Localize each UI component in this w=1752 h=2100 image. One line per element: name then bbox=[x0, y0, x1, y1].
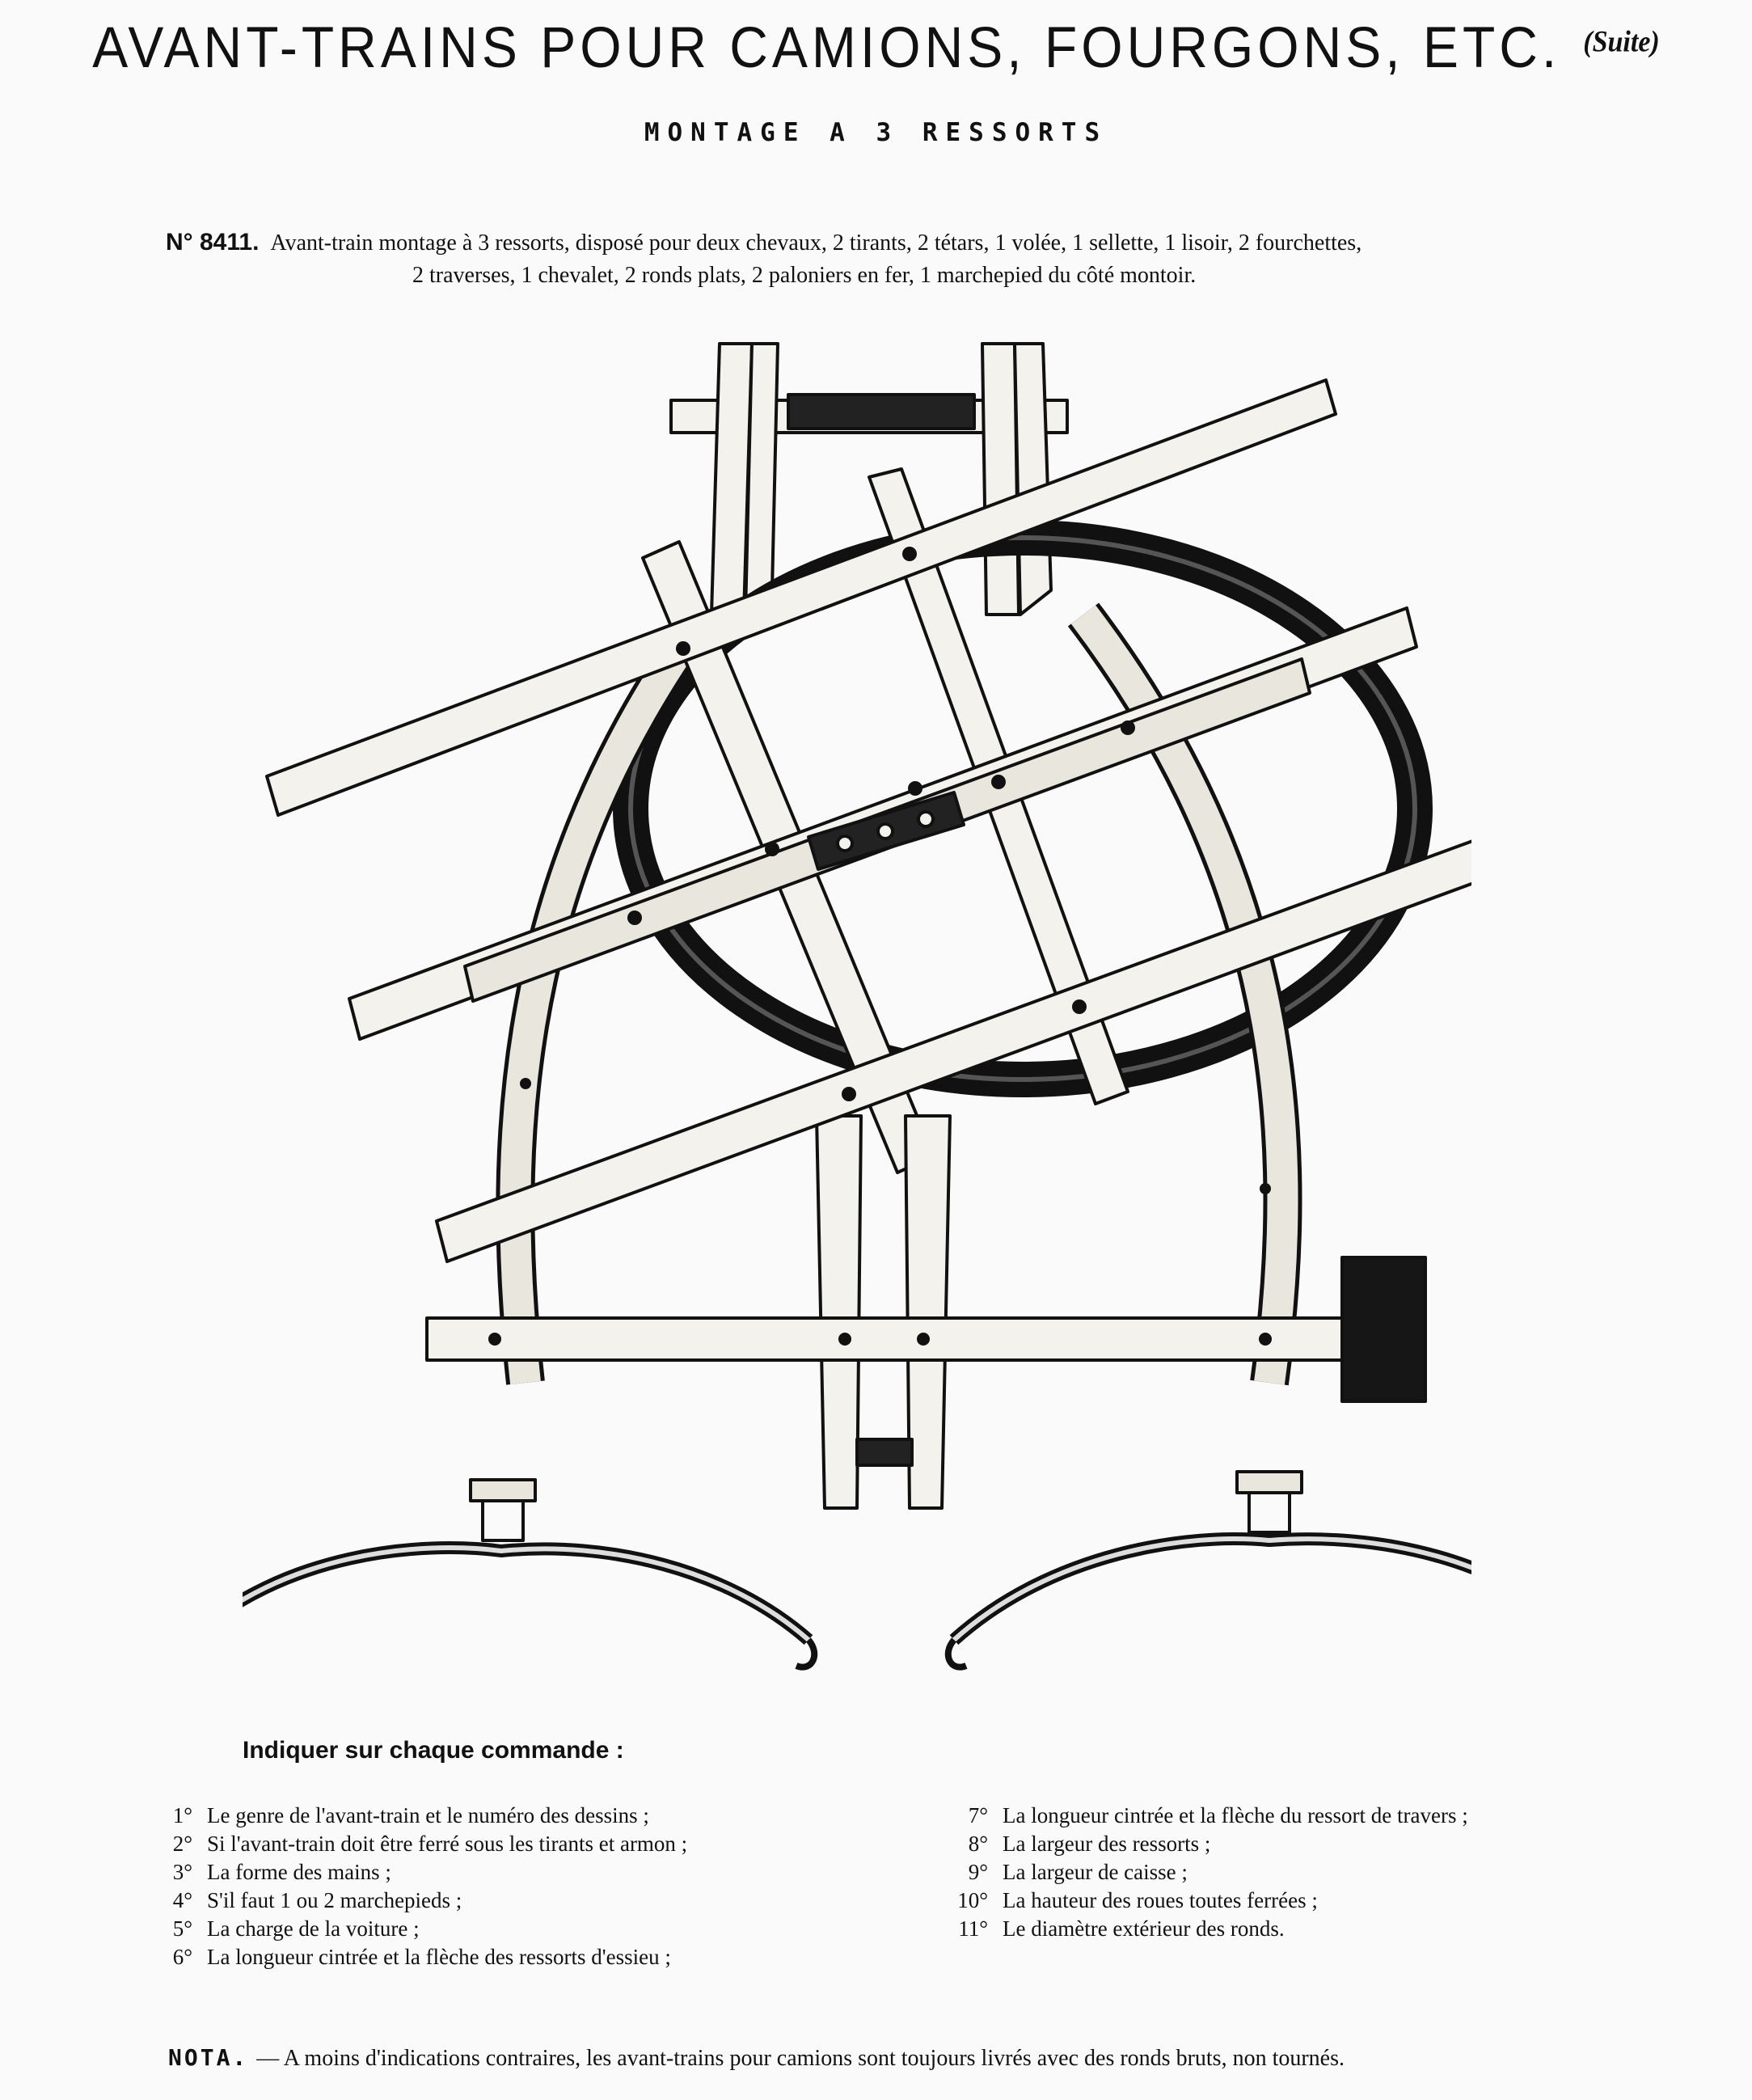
instruction-item: 5° La charge de la voiture ; bbox=[150, 1915, 878, 1943]
instructions-list-right: 7° La longueur cintrée et la flèche du re… bbox=[946, 1802, 1674, 1943]
instruction-text: La longueur cintrée et la flèche des res… bbox=[207, 1945, 671, 1969]
instruction-item: 9° La largeur de caisse ; bbox=[946, 1858, 1674, 1887]
title-text: AVANT-TRAINS POUR CAMIONS, FOURGONS, ETC… bbox=[92, 15, 1561, 79]
nota-label: NOTA. bbox=[168, 2044, 249, 2071]
instruction-item: 2° Si l'avant-train doit être ferré sous … bbox=[150, 1830, 878, 1858]
instruction-number: 4° bbox=[172, 1888, 192, 1912]
page-title: AVANT-TRAINS POUR CAMIONS, FOURGONS, ETC… bbox=[0, 14, 1752, 80]
page-subtitle: MONTAGE A 3 RESSORTS bbox=[644, 118, 1108, 147]
instruction-number: 2° bbox=[172, 1832, 192, 1856]
instruction-number: 9° bbox=[968, 1860, 988, 1884]
instruction-text: Si l'avant-train doit être ferré sous le… bbox=[207, 1832, 688, 1856]
instruction-text: La hauteur des roues toutes ferrées ; bbox=[1003, 1888, 1318, 1912]
instruction-text: La largeur des ressorts ; bbox=[1003, 1832, 1211, 1856]
instruction-item: 11° Le diamètre extérieur des ronds. bbox=[946, 1915, 1674, 1943]
instruction-number: 6° bbox=[172, 1945, 192, 1969]
instruction-number: 8° bbox=[968, 1832, 988, 1856]
instruction-text: La longueur cintrée et la flèche du ress… bbox=[1003, 1803, 1468, 1827]
instruction-text: La largeur de caisse ; bbox=[1003, 1860, 1188, 1884]
instruction-item: 7° La longueur cintrée et la flèche du re… bbox=[946, 1802, 1674, 1830]
product-number: N° 8411. bbox=[166, 229, 260, 256]
nota-footnote: NOTA. — A moins d'indications contraires,… bbox=[168, 2044, 1623, 2072]
instruction-item: 3° La forme des mains ; bbox=[150, 1858, 878, 1887]
instruction-number: 11° bbox=[958, 1916, 988, 1941]
instruction-number: 5° bbox=[172, 1916, 192, 1941]
instruction-item: 6° La longueur cintrée et la flèche des r… bbox=[150, 1943, 878, 1971]
avant-train-illustration bbox=[177, 323, 1594, 1682]
instructions-heading: Indiquer sur chaque commande : bbox=[243, 1737, 624, 1764]
instruction-item: 8° La largeur des ressorts ; bbox=[946, 1830, 1674, 1858]
instruction-number: 7° bbox=[968, 1803, 988, 1827]
title-suite: (Suite) bbox=[1583, 26, 1660, 59]
instruction-item: 4° S'il faut 1 ou 2 marchepieds ; bbox=[150, 1887, 878, 1915]
instruction-text: Le genre de l'avant-train et le numéro d… bbox=[207, 1803, 649, 1827]
nota-text: — A moins d'indications contraires, les … bbox=[256, 2046, 1345, 2071]
instruction-text: Le diamètre extérieur des ronds. bbox=[1003, 1916, 1285, 1941]
instruction-item: 10° La hauteur des roues toutes ferrées ; bbox=[946, 1887, 1674, 1915]
instruction-number: 3° bbox=[172, 1860, 192, 1884]
instruction-text: La charge de la voiture ; bbox=[207, 1916, 420, 1941]
instruction-item: 1° Le genre de l'avant-train et le numéro… bbox=[150, 1802, 878, 1830]
instruction-text: S'il faut 1 ou 2 marchepieds ; bbox=[207, 1888, 462, 1912]
instruction-number: 1° bbox=[172, 1803, 192, 1827]
product-desc-line2: 2 traverses, 1 chevalet, 2 ronds plats, … bbox=[412, 263, 1197, 288]
instructions-list-left: 1° Le genre de l'avant-train et le numéro… bbox=[150, 1802, 878, 1971]
product-desc-line1: Avant-train montage à 3 ressorts, dispos… bbox=[270, 230, 1362, 256]
instruction-number: 10° bbox=[957, 1888, 988, 1912]
instruction-text: La forme des mains ; bbox=[207, 1860, 391, 1884]
product-description: N° 8411. Avant-train montage à 3 ressorts… bbox=[166, 226, 1613, 292]
